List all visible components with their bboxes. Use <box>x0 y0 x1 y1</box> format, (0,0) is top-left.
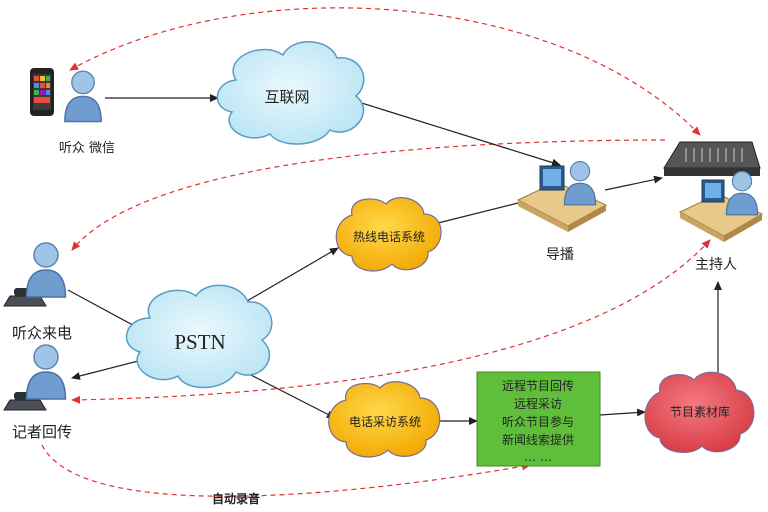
service-line: 新闻线索提供 <box>502 432 574 447</box>
person-icon <box>25 242 67 298</box>
host-label: 主持人 <box>695 257 737 273</box>
service-line: 远程节目回传 <box>502 378 574 393</box>
material-library-label: 节目素材库 <box>670 404 730 419</box>
service-line: 远程采访 <box>514 396 562 411</box>
director-label: 导播 <box>546 247 574 263</box>
services-box: 远程节目回传 远程采访 听众节目参与 新闻线索提供 … … <box>476 371 601 467</box>
dashed-link-host-reporter <box>71 239 711 404</box>
arrow-pstn-interview <box>244 371 336 419</box>
material-library-node: 节目素材库 <box>644 371 755 454</box>
smartphone-icon <box>30 68 54 116</box>
dashed-link-auto-record <box>41 444 531 497</box>
person-icon <box>725 171 759 216</box>
internet-cloud: 互联网 <box>216 41 365 145</box>
mixing-console-icon <box>663 141 761 176</box>
director-workstation: 导播 <box>516 161 608 263</box>
arrow-pstn-hotline <box>234 247 339 309</box>
arrow-services-library <box>599 408 646 417</box>
wechat-listener-label: 听众 微信 <box>59 141 115 156</box>
pstn-label: PSTN <box>174 330 225 354</box>
service-line: 听众节目参与 <box>502 414 574 429</box>
listener-call-label: 听众来电 <box>12 324 72 342</box>
arrow-listener-pstn <box>67 289 143 331</box>
wechat-listener: 听众 微信 <box>30 68 115 156</box>
person-icon <box>25 344 67 400</box>
host-station: 主持人 <box>663 141 764 273</box>
hotline-system-node: 热线电话系统 <box>335 197 442 272</box>
arrow-director-host <box>604 175 663 191</box>
listener-call: 听众来电 <box>3 242 72 342</box>
arrow-hotline-director <box>429 198 531 226</box>
phone-interview-node: 电话采访系统 <box>328 381 441 458</box>
arrow-pstn-reporter <box>71 359 143 380</box>
dashed-link-wechat-host <box>69 7 701 136</box>
service-line: … … <box>524 450 552 464</box>
auto-record-label: 自动录音 <box>212 491 260 506</box>
hotline-label: 热线电话系统 <box>353 230 425 244</box>
person-icon <box>563 161 597 206</box>
person-icon <box>64 70 102 123</box>
reporter-label: 记者回传 <box>12 423 72 441</box>
arrow-internet-director <box>351 99 561 167</box>
pstn-cloud: PSTN <box>125 284 273 389</box>
internet-label: 互联网 <box>264 89 309 106</box>
reporter: 记者回传 <box>3 344 72 441</box>
phone-interview-label: 电话采访系统 <box>349 415 421 429</box>
monitor-icon <box>539 165 565 191</box>
monitor-icon <box>701 179 725 203</box>
